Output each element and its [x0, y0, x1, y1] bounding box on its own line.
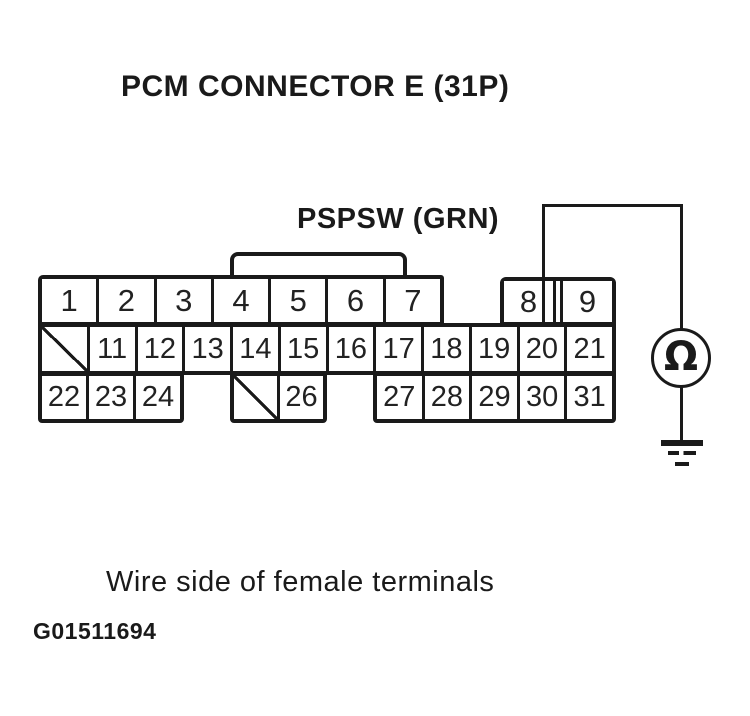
terminal-number: 6 [346, 282, 365, 318]
terminal-cell-8: 8 [504, 281, 556, 322]
terminal-number: 26 [285, 381, 318, 413]
terminal-cell-12: 12 [134, 327, 183, 371]
terminal-number: 20 [525, 332, 558, 365]
terminal-number: 16 [334, 332, 367, 365]
connector-row3-terminals-22-24: 22 23 24 [38, 372, 184, 423]
terminal-cell-2: 2 [96, 279, 154, 322]
terminal-number: 23 [94, 381, 128, 413]
terminal-number: 2 [117, 282, 136, 318]
view-caption: Wire side of female terminals [106, 566, 495, 598]
connector-row3-terminals-25-26: 26 [230, 372, 327, 423]
connector-key-tab [230, 252, 407, 279]
terminal-number: 9 [578, 283, 597, 319]
terminal-number: 5 [289, 282, 307, 318]
terminal-cell-19: 19 [468, 327, 517, 371]
terminal-cell-30: 30 [516, 376, 565, 419]
terminal-cell-22: 22 [42, 376, 86, 419]
terminal-cell-21: 21 [564, 327, 612, 371]
connector-row2-terminals-10-21: 11 12 13 14 15 16 17 18 19 20 21 [38, 323, 616, 375]
terminal-cell-28: 28 [421, 376, 470, 419]
connector-row1-terminals-1-7: 1 2 3 4 5 6 7 [38, 275, 444, 326]
wire-signal-label: PSPSW (GRN) [297, 203, 500, 235]
terminal-cell-24: 24 [133, 376, 180, 419]
terminal-number: 28 [430, 381, 464, 413]
terminal-cell-23: 23 [86, 376, 133, 419]
wire-horizontal-run [542, 204, 683, 207]
terminal-number: 18 [430, 332, 463, 365]
terminal-cell-14: 14 [230, 327, 278, 371]
terminal-cell-13: 13 [182, 327, 230, 371]
blocked-terminal-cell [234, 376, 277, 419]
terminal-number: 14 [239, 332, 272, 365]
terminal-number: 21 [573, 332, 606, 365]
terminal-number: 29 [478, 381, 511, 413]
ground-bar-top [661, 440, 703, 446]
terminal-number: 1 [60, 282, 78, 318]
wire-to-meter [680, 204, 683, 330]
terminal-number: 4 [232, 282, 250, 318]
terminal-number: 13 [191, 332, 224, 365]
terminal-cell-18: 18 [421, 327, 469, 371]
blocked-terminal-cell [42, 327, 87, 371]
ohm-icon: Ω [663, 334, 698, 380]
terminal-number: 31 [573, 381, 606, 413]
page-title: PCM CONNECTOR E (31P) [121, 70, 510, 103]
terminal-number: 12 [143, 332, 176, 365]
terminal-cell-17: 17 [373, 327, 421, 371]
terminal-cell-29: 29 [469, 376, 517, 419]
terminal-number: 11 [97, 332, 128, 365]
terminal-cell-6: 6 [325, 279, 383, 322]
terminal-cell-27: 27 [377, 376, 422, 419]
figure-id: G01511694 [33, 618, 157, 644]
terminal-number: 27 [383, 381, 416, 413]
ground-bar-bottom [675, 462, 689, 466]
terminal-cell-5: 5 [268, 279, 326, 322]
terminal-number: 7 [404, 282, 422, 318]
terminal-number: 30 [525, 381, 559, 413]
connector-row3-terminals-27-31: 27 28 29 30 31 [373, 372, 616, 423]
terminal-cell-15: 15 [277, 327, 326, 371]
terminal-number: 19 [477, 332, 511, 365]
terminal-number: 3 [175, 282, 193, 318]
ground-bar-middle [668, 451, 696, 455]
wire-to-ground [680, 386, 683, 443]
terminal-cell-3: 3 [153, 279, 211, 322]
terminal-number: 24 [141, 381, 175, 413]
terminal-number: 15 [286, 332, 320, 365]
terminal-cell-1: 1 [42, 279, 97, 322]
terminal-cell-9: 9 [560, 281, 612, 322]
terminal-cell-4: 4 [210, 279, 269, 322]
terminal-number: 17 [382, 332, 415, 365]
terminal-cell-11: 11 [86, 327, 135, 371]
terminal-cell-31: 31 [564, 376, 612, 419]
terminal-cell-7: 7 [382, 279, 440, 322]
terminal-cell-20: 20 [516, 327, 565, 371]
terminal-number: 8 [519, 283, 538, 319]
wire-to-pin8 [542, 204, 545, 323]
ohmmeter-symbol: Ω [651, 328, 711, 388]
terminal-number: 22 [47, 381, 81, 413]
terminal-cell-16: 16 [325, 327, 374, 371]
terminal-cell-26: 26 [277, 376, 323, 419]
